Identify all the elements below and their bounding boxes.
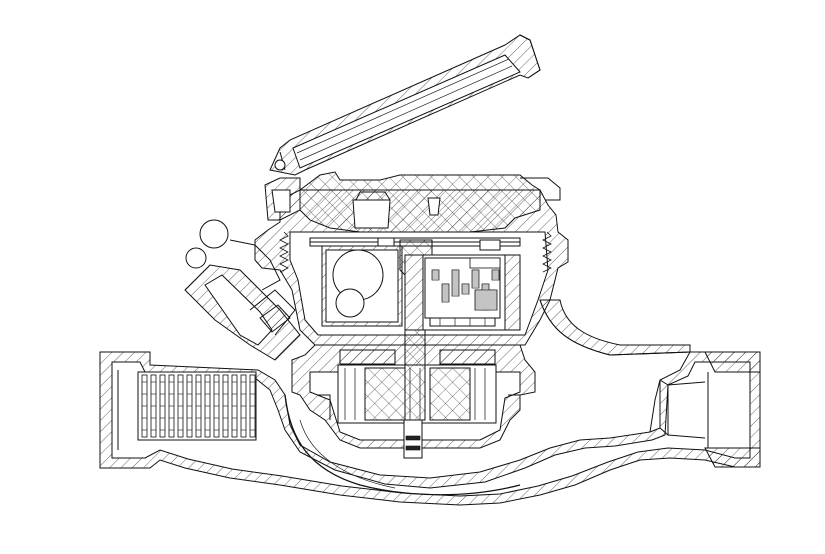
outlet-connection [649, 379, 706, 439]
register-lid [264, 34, 561, 221]
register-housing [254, 171, 569, 421]
regulator-plug [184, 219, 301, 361]
inlet-strainer [137, 371, 257, 441]
meter-body [99, 299, 761, 506]
